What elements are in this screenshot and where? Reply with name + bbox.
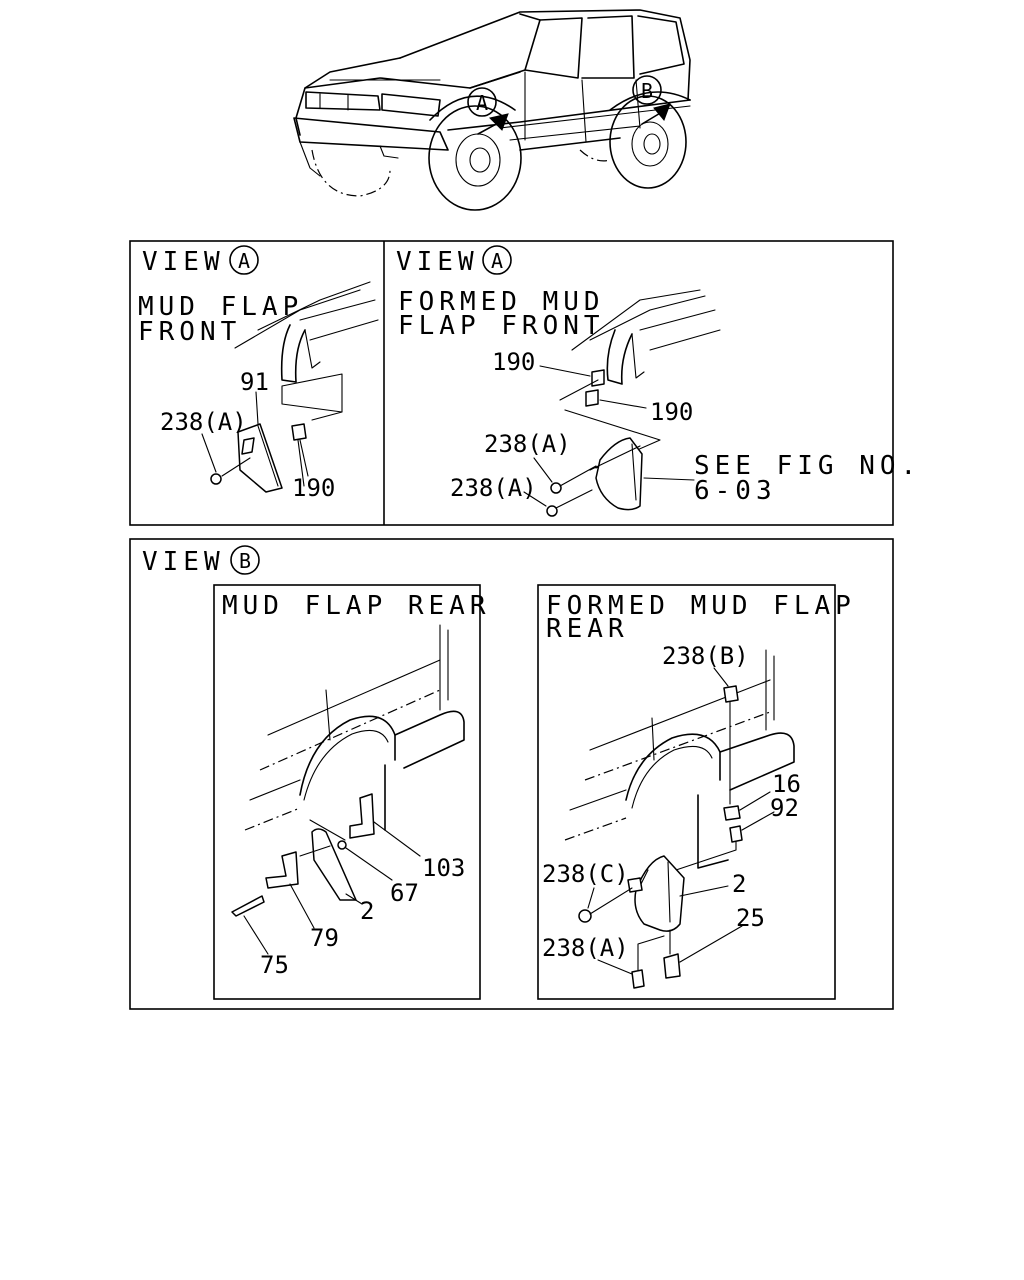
svg-text:B: B [641, 79, 653, 103]
rear-wheel-icon [609, 95, 687, 189]
svg-text:A: A [476, 91, 488, 115]
marker-a: A [467, 87, 509, 135]
callout-238a: 238(A) [484, 430, 571, 458]
callout-238a: 238(A) [450, 474, 537, 502]
caption-line1: FORMED MUD [398, 287, 605, 317]
view-title: VIEW [142, 247, 225, 277]
caption-line2: REAR [546, 614, 629, 644]
callout-238a: 238(A) [160, 408, 247, 436]
view-marker-a: A [482, 245, 512, 275]
marker-b: B [632, 75, 671, 125]
callout-103: 103 [422, 854, 465, 882]
callout-190: 190 [650, 398, 693, 426]
formed-mud-flap-front-section: VIEW A FORMED MUD FLAP FRONT [396, 245, 921, 517]
front-wheel-icon [428, 105, 522, 211]
mud-flap-rear-section: MUD FLAP REAR [213, 584, 491, 1000]
see-fig-line1: SEE FIG NO. [694, 451, 921, 481]
vehicle-overview-illustration: A B [293, 9, 691, 211]
caption-line1: FORMED MUD FLAP [546, 591, 856, 621]
callout-190: 190 [292, 474, 335, 502]
callout-67: 67 [390, 879, 419, 907]
view-title: VIEW [142, 547, 225, 577]
callout-16: 16 [772, 770, 801, 798]
callout-92: 92 [770, 794, 799, 822]
callout-91: 91 [240, 368, 269, 396]
callout-190: 190 [492, 348, 535, 376]
formed-mud-flap-rear-section: FORMED MUD FLAP REAR [537, 584, 856, 1000]
mud-flap-front-section: VIEW A MUD FLAP FRONT [138, 245, 379, 502]
callout-2: 2 [360, 897, 374, 925]
caption-line1: MUD FLAP [138, 292, 303, 322]
caption-line2: FLAP FRONT [398, 311, 605, 341]
svg-text:A: A [238, 249, 250, 273]
callout-75: 75 [260, 951, 289, 979]
callout-79: 79 [310, 924, 339, 952]
callout-238a: 238(A) [542, 934, 629, 962]
view-marker-a: A [229, 245, 259, 275]
caption: MUD FLAP REAR [222, 591, 491, 621]
view-marker-b: B [230, 545, 260, 575]
svg-text:A: A [491, 249, 503, 273]
view-b-panel: VIEW B MUD FLAP REAR [129, 538, 894, 1010]
callout-238c: 238(C) [542, 860, 629, 888]
see-fig-line2: 6-03 [694, 476, 777, 506]
view-title: VIEW [396, 247, 479, 277]
view-a-panel: VIEW A MUD FLAP FRONT [129, 240, 921, 526]
callout-2: 2 [732, 870, 746, 898]
svg-text:B: B [239, 549, 251, 573]
callout-238b: 238(B) [662, 642, 749, 670]
caption-line2: FRONT [138, 317, 241, 347]
callout-25: 25 [736, 904, 765, 932]
